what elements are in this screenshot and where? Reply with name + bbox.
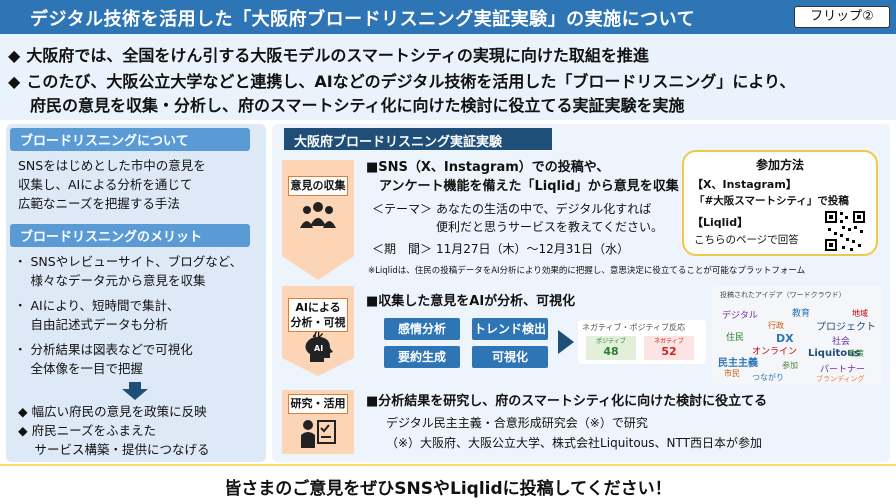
- merit-3a: ・ 分析結果は図表などで可視化: [14, 342, 193, 357]
- left-panel: [6, 124, 266, 462]
- footer-message: 皆さまのご意見をぜひSNSやLiqlidに投稿してください！: [224, 479, 672, 499]
- sentiment-chart: ネガティブ・ポジティブ反応 ポジティブ 48 ネガティブ 52: [578, 320, 706, 364]
- merit-title: ブロードリスニングのメリット: [10, 224, 250, 247]
- word: 市民: [724, 369, 740, 378]
- positive-value: 48: [603, 345, 619, 358]
- pill-sentiment: 感情分析: [384, 318, 460, 340]
- method-title: 参加方法: [755, 158, 804, 172]
- theme-label: ＜テーマ＞: [372, 202, 433, 216]
- summary-bullets: ◆ 大阪府では、全国をけん引する大阪モデルのスマートシティの実現に向けた取組を推進…: [0, 34, 896, 120]
- negative-label: ネガティブ: [654, 338, 684, 345]
- participation-box: 参加方法 【X、Instagram】 「#大阪スマートシティ」で投稿 【Liql…: [682, 150, 878, 256]
- period-label: ＜期 間＞: [372, 242, 433, 256]
- word-cloud-title: 投稿されたアイデア（ワードクラウド）: [720, 291, 846, 299]
- word: DX: [776, 332, 794, 345]
- word: つながり: [752, 373, 784, 382]
- header-bar: デジタル技術を活用した「大阪府ブロードリスニング実証実験」の実施について フリッ…: [0, 0, 896, 34]
- word: 参加: [782, 361, 798, 370]
- bullet-2-text-a: このたび、大阪公立大学などと連携し、AIなどのデジタル技術を活用した「ブロードリ…: [26, 72, 796, 91]
- ai-head-icon: AI: [305, 336, 333, 362]
- step3-tag: 研究・活用: [288, 394, 348, 414]
- merit-3b: 全体像を一目で把握: [14, 361, 143, 376]
- chevron-right-icon: [558, 330, 574, 354]
- method-x-text: 「#大阪スマートシティ」で投稿: [694, 195, 849, 207]
- word: Liquitous: [808, 348, 861, 359]
- about-line-1: SNSをはじめとした市中の意見を: [18, 158, 206, 173]
- positive-label: ポジティブ: [596, 338, 626, 345]
- result-1: ◆ 幅広い府民の意見を政策に反映: [18, 404, 207, 419]
- merit-2b: 自由記述式データも分析: [14, 317, 168, 332]
- diamond-icon: ◆: [8, 46, 21, 65]
- qr-code-icon[interactable]: [824, 210, 866, 252]
- word-cloud: 投稿されたアイデア（ワードクラウド） デジタル 教育 行政 プロジェクト 住民 …: [712, 286, 882, 384]
- about-line-3: 広範なニーズを把握する手法: [18, 196, 180, 211]
- bullet-2-cont: 府民の意見を収集・分析し、府のスマートシティ化に向けた検討に役立てる実証実験を実…: [30, 96, 685, 115]
- footer-banner: 皆さまのご意見をぜひSNSやLiqlidに投稿してください！: [0, 464, 896, 504]
- about-title: ブロードリスニングについて: [10, 128, 250, 151]
- word: オンライン: [752, 347, 798, 357]
- step2-tag-line-1: AIによる: [295, 301, 341, 314]
- bullet-1: ◆ 大阪府では、全国をけん引する大阪モデルのスマートシティの実現に向けた取組を推進: [8, 42, 649, 66]
- word: デジタル: [722, 311, 758, 321]
- merit-1a: ・ SNSやレビューサイト、ブログなど、: [14, 254, 243, 269]
- word: 住民: [726, 333, 745, 343]
- word: 社会: [832, 337, 851, 347]
- liqlid-note: ※Liqlidは、住民の投稿データをAI分析により効果的に把握し、意思決定に役立…: [368, 266, 806, 276]
- word: 教育: [792, 309, 811, 319]
- theme-line-1: あなたの生活の中で、デジタル化すれば: [436, 202, 652, 216]
- word: 民主主義: [718, 358, 758, 369]
- word: 行政: [768, 321, 784, 330]
- word: ブランディング: [816, 375, 865, 383]
- result-3: サービス構築・提供につなげる: [18, 442, 210, 457]
- step2-line-1: ■収集した意見をAIが分析、可視化: [366, 294, 576, 309]
- merit-2a: ・ AIにより、短時間で集計、: [14, 298, 180, 313]
- step1-tag: 意見の収集: [288, 176, 348, 196]
- diamond-icon: ◆: [8, 72, 21, 91]
- bullet-2: ◆ このたび、大阪公立大学などと連携し、AIなどのデジタル技術を活用した「ブロード…: [8, 68, 795, 92]
- period-value: 11月27日（木）～12月31日（水）: [436, 242, 630, 256]
- word: 政策: [848, 349, 864, 358]
- ai-icon-text: AI: [314, 344, 323, 353]
- step2-tag: AIによる 分析・可視化: [288, 298, 348, 344]
- step1-line-1: ■SNS（X、Instagram）での投稿や、: [366, 160, 610, 175]
- flip-badge: フリップ②: [794, 6, 890, 28]
- negative-value: 52: [661, 345, 677, 358]
- positive-box: ポジティブ 48: [586, 336, 636, 360]
- sentiment-chart-title: ネガティブ・ポジティブ反応: [582, 323, 686, 332]
- step3-line-3: （※）大阪府、大阪公立大学、株式会社Liquitous、NTT西日本が参加: [386, 436, 762, 450]
- result-2: ◆ 府民ニーズをふまえた: [18, 423, 156, 438]
- method-liqlid-label: 【Liqlid】: [692, 216, 749, 229]
- page-title: デジタル技術を活用した「大阪府ブロードリスニング実証実験」の実施について: [30, 9, 696, 30]
- theme-line-2: 便利だと思うサービスを教えてください。: [436, 220, 664, 234]
- person-research-icon: [301, 420, 336, 448]
- word: 地域: [852, 309, 868, 318]
- down-arrow-icon: [122, 382, 148, 400]
- step3-line-2: デジタル民主主義・合意形成研究会（※）で研究: [386, 416, 648, 430]
- about-line-2: 収集し、AIによる分析を通じて: [18, 177, 193, 192]
- pill-trend: トレンド検出: [472, 318, 548, 340]
- pill-visualize: 可視化: [472, 346, 548, 368]
- method-x-label: 【X、Instagram】: [692, 178, 797, 191]
- word: プロジェクト: [816, 322, 876, 333]
- negative-box: ネガティブ 52: [644, 336, 694, 360]
- step1-line-2: アンケート機能を備えた「Liqlid」から意見を収集: [366, 179, 679, 194]
- experiment-title: 大阪府ブロードリスニング実証実験: [284, 128, 552, 150]
- merit-1b: 様々なデータ元から意見を収集: [14, 273, 206, 288]
- step3-line-1: ■分析結果を研究し、府のスマートシティ化に向けた検討に役立てる: [366, 394, 768, 409]
- pill-summary: 要約生成: [384, 346, 460, 368]
- word: パートナー: [820, 365, 866, 375]
- method-liqlid-text: こちらのページで回答: [694, 234, 799, 246]
- bullet-1-text: 大阪府では、全国をけん引する大阪モデルのスマートシティの実現に向けた取組を推進: [26, 46, 649, 65]
- people-group-icon: [300, 202, 336, 228]
